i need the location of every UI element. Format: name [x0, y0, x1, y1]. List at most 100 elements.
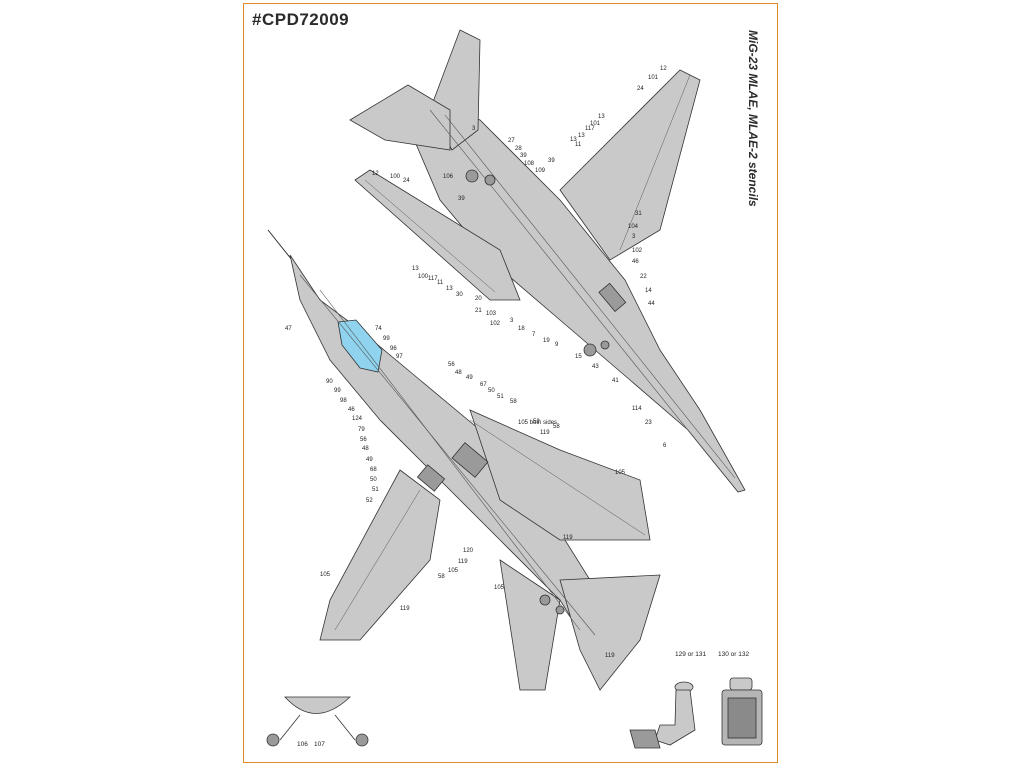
callout-58: 58	[553, 424, 560, 430]
callout-101: 101	[590, 121, 601, 127]
callout-108: 108	[524, 161, 535, 167]
label-seat-back: 130 or 132	[718, 651, 749, 658]
callout-28: 28	[515, 146, 522, 152]
callout-105-both-sides: 105 both sides	[518, 420, 557, 426]
upper-callouts: 1210124131011171331311272839108109391063…	[372, 66, 667, 449]
callout-3: 3	[632, 234, 636, 240]
callout-49: 49	[466, 375, 473, 381]
callout-13: 13	[578, 133, 585, 139]
callout-104: 104	[628, 224, 639, 230]
callout-14: 14	[645, 288, 652, 294]
callout-19: 19	[543, 338, 550, 344]
product-code: #CPD72009	[252, 10, 350, 29]
callout-47: 47	[285, 326, 292, 332]
callout-79: 79	[358, 427, 365, 433]
callout-74: 74	[375, 326, 382, 332]
aircraft-upper-view	[349, 29, 746, 493]
callout-23: 23	[645, 420, 652, 426]
callout-56: 56	[448, 362, 455, 368]
callout-27: 27	[508, 138, 515, 144]
detail-labels: 106 107 129 or 131 130 or 132	[297, 651, 749, 748]
callout-12: 12	[660, 66, 667, 72]
lower-wing-left	[319, 469, 441, 641]
callout-51: 51	[372, 487, 379, 493]
callout-58: 58	[510, 399, 517, 405]
callout-96: 96	[390, 346, 397, 352]
callout-30: 30	[456, 292, 463, 298]
callout-106: 106	[443, 174, 454, 180]
callout-7: 7	[532, 332, 536, 338]
callout-105: 105	[615, 470, 626, 476]
callout-90: 90	[326, 379, 333, 385]
callout-58: 58	[438, 574, 445, 580]
callout-18: 18	[518, 326, 525, 332]
upper-wing-right	[559, 69, 701, 261]
callout-21: 21	[475, 308, 482, 314]
aircraft-lower-view	[267, 229, 661, 691]
callout-24: 24	[637, 86, 644, 92]
callout-20: 20	[475, 296, 482, 302]
callout-100: 100	[390, 174, 401, 180]
detail-landing-gear	[266, 696, 369, 747]
callout-105: 105	[448, 568, 459, 574]
label-106: 106	[297, 741, 308, 748]
callout-100: 100	[418, 274, 429, 280]
lower-stabilizer-left	[499, 559, 561, 691]
callout-22: 22	[640, 274, 647, 280]
callout-48: 48	[455, 370, 462, 376]
upper-wing-left	[354, 169, 521, 301]
callout-46: 46	[632, 259, 639, 265]
callout-120: 120	[463, 548, 474, 554]
callout-102: 102	[490, 321, 501, 327]
callout-12: 12	[372, 171, 379, 177]
callout-105: 105	[320, 572, 331, 578]
upper-stabilizer-left	[349, 84, 451, 151]
callout-119: 119	[605, 653, 615, 659]
callout-46: 46	[348, 407, 355, 413]
callout-102: 102	[632, 248, 643, 254]
label-seat-side: 129 or 131	[675, 651, 706, 658]
callout-103: 103	[486, 311, 497, 317]
callout-3: 3	[510, 318, 514, 324]
callout-67: 67	[480, 382, 487, 388]
upper-fuselage	[409, 91, 746, 493]
callout-6: 6	[663, 443, 667, 449]
callout-44: 44	[648, 301, 655, 307]
callout-13: 13	[598, 114, 605, 120]
callout-43: 43	[592, 364, 599, 370]
callout-50: 50	[370, 477, 377, 483]
callout-13: 13	[570, 137, 577, 143]
callout-124: 124	[352, 416, 363, 422]
callout-11: 11	[437, 280, 444, 286]
callout-3: 3	[472, 126, 476, 132]
lower-wing-right	[469, 409, 651, 541]
label-107: 107	[314, 741, 325, 748]
callout-119: 119	[540, 430, 550, 436]
callout-56: 56	[360, 437, 367, 443]
callout-98: 98	[340, 398, 347, 404]
callout-119: 119	[400, 606, 410, 612]
callout-52: 52	[366, 498, 373, 504]
callout-117: 117	[428, 276, 438, 282]
callout-39: 39	[548, 158, 555, 164]
callout-99: 99	[334, 388, 341, 394]
callout-99: 99	[383, 336, 390, 342]
callout-117: 117	[585, 126, 595, 132]
callout-105: 105	[494, 585, 505, 591]
callout-39: 39	[458, 196, 465, 202]
callout-51: 51	[497, 394, 504, 400]
callout-9: 9	[555, 342, 559, 348]
callout-13: 13	[446, 286, 453, 292]
callout-15: 15	[575, 354, 582, 360]
callout-109: 109	[535, 168, 546, 174]
callout-68: 68	[370, 467, 377, 473]
lower-stabilizer-right	[559, 574, 661, 691]
callout-39: 39	[520, 153, 527, 159]
callout-41: 41	[612, 378, 619, 384]
callout-31: 31	[635, 211, 642, 217]
callout-114: 114	[632, 406, 642, 412]
callout-48: 48	[362, 446, 369, 452]
callout-11: 11	[575, 142, 582, 148]
